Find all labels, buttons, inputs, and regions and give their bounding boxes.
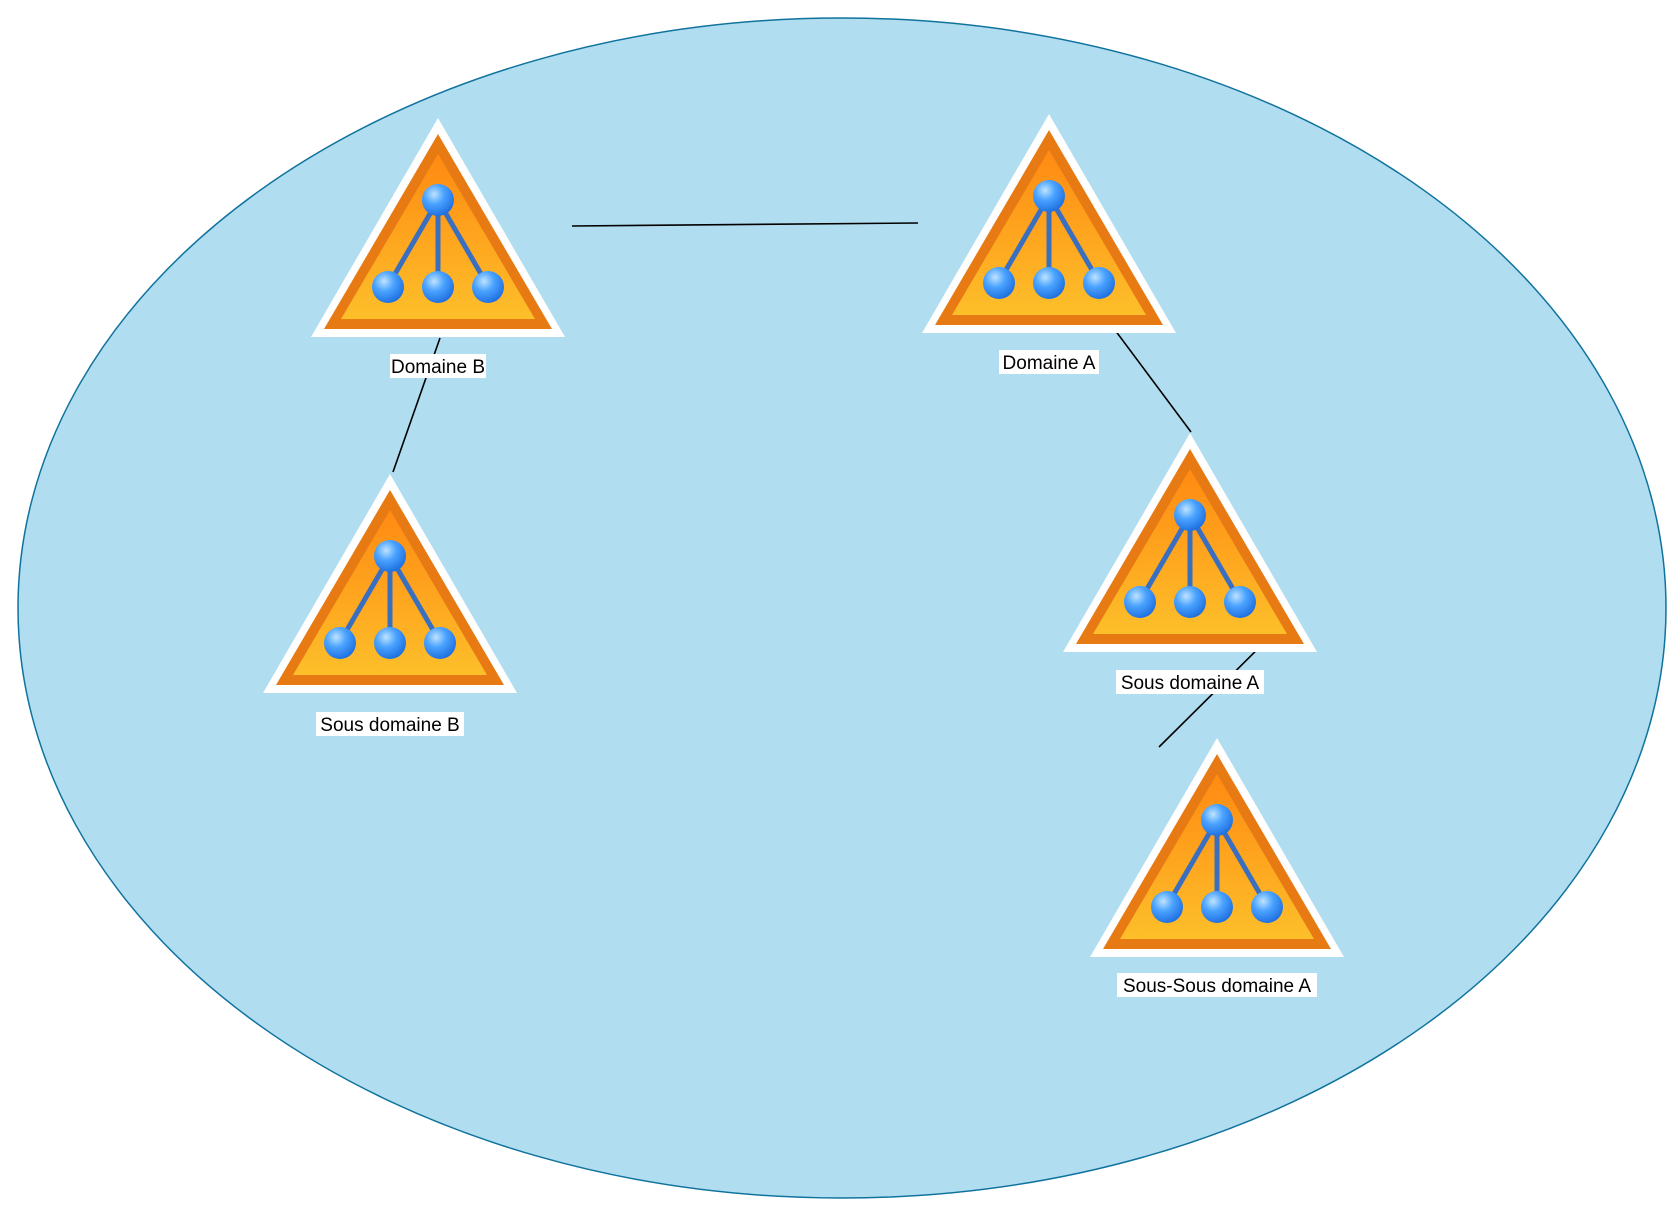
domain-tree-icon — [922, 114, 1176, 333]
node-label: Domaine A — [1003, 353, 1096, 374]
domain-nodes: Domaine B Domaine A — [263, 114, 1344, 997]
node-label: Sous-Sous domaine A — [1123, 976, 1311, 997]
label-background — [316, 712, 464, 736]
node-domain-a[interactable]: Domaine A — [922, 114, 1176, 374]
forest-boundary — [17, 17, 1667, 1199]
domain-tree-icon — [311, 118, 565, 337]
node-label: Sous domaine B — [320, 715, 459, 736]
node-sub-domain-a[interactable]: Sous domaine A — [1063, 433, 1317, 694]
domain-tree-icon — [1090, 738, 1344, 957]
label-background — [1116, 670, 1264, 694]
domain-tree-icon — [1063, 433, 1317, 652]
label-background — [1117, 973, 1317, 997]
domain-tree-icon — [263, 474, 517, 693]
node-label: Domaine B — [391, 357, 485, 378]
node-sub-domain-b[interactable]: Sous domaine B — [263, 474, 517, 736]
edge-domain-b-domain-a — [571, 222, 919, 227]
label-background — [390, 354, 486, 378]
label-background — [999, 350, 1099, 374]
node-domain-b[interactable]: Domaine B — [311, 118, 565, 378]
node-label: Sous domaine A — [1121, 673, 1260, 694]
node-sub-sub-domain-a[interactable]: Sous-Sous domaine A — [1090, 738, 1344, 997]
edge-domain-a-sub-domain-a — [1108, 321, 1192, 433]
